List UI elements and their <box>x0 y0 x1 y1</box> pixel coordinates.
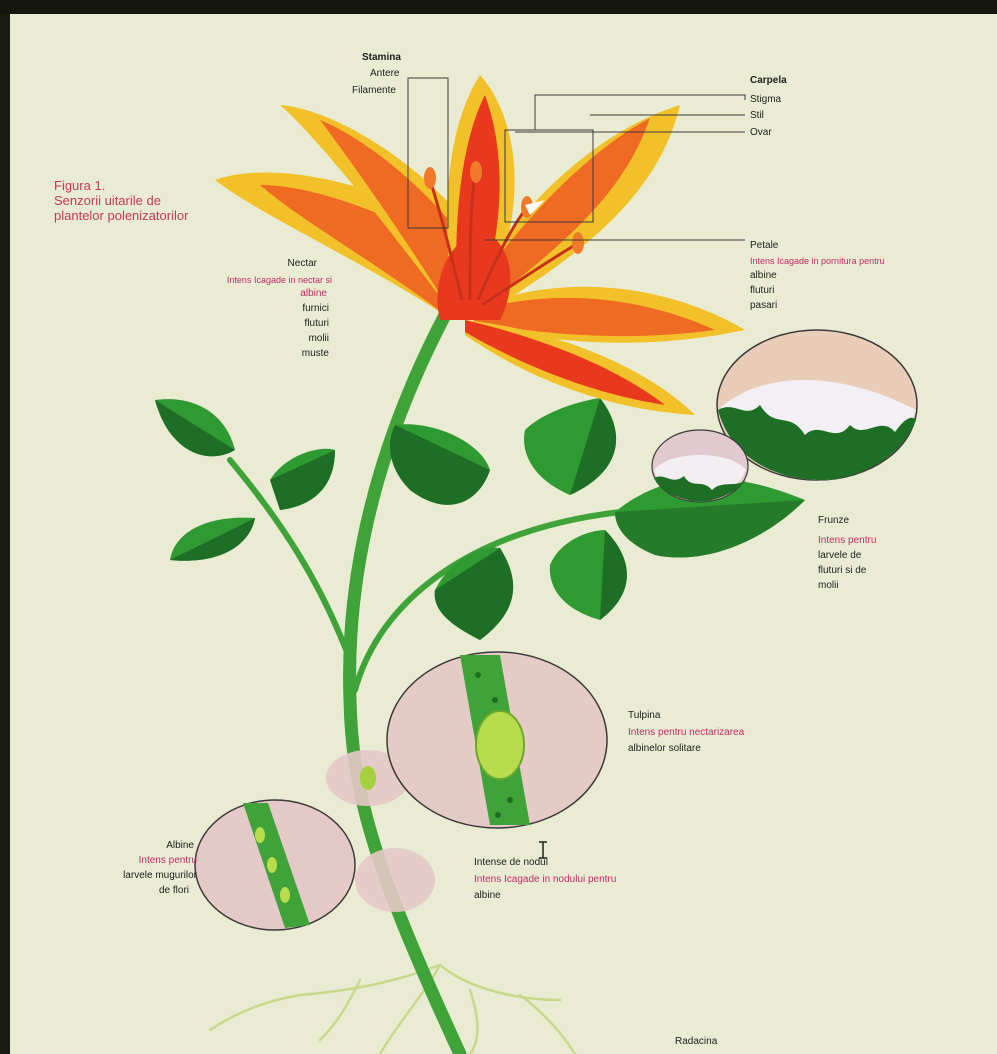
label-nectar-desc: albine <box>300 288 327 300</box>
label-petals-item: fluturi <box>750 285 774 297</box>
title-line: Figura 1. <box>54 178 188 193</box>
label-roots: Radacina <box>675 1036 717 1048</box>
leaf-magnifier <box>652 430 748 502</box>
label-stem-desc: Intens pentru nectarizarea <box>628 727 744 739</box>
label-petals-title: Petale <box>750 240 778 252</box>
label-stamens: Stamina <box>362 52 401 64</box>
label-petals-item: albine <box>750 270 777 282</box>
label-leaf-desc: Intens pentru <box>818 535 876 547</box>
label-style: Stil <box>750 110 764 122</box>
label-stem-title: Tulpina <box>628 710 660 722</box>
label-lower-title: Albine <box>166 840 194 852</box>
label-ovary: Ovar <box>750 127 772 139</box>
label-leaf-item: molii <box>818 580 839 592</box>
label-nectar-desc: Intens Icagade in nectar si <box>227 274 332 286</box>
label-node-title: Intense de nodul <box>474 857 548 869</box>
label-leaf-title: Frunze <box>818 515 849 527</box>
label-node-item: albine <box>474 890 501 902</box>
figure-title: Figura 1. Senzorii uitarile de plantelor… <box>54 178 188 223</box>
top-dark-strip <box>0 0 997 14</box>
label-filaments: Filamente <box>352 85 396 97</box>
label-anthers: Antere <box>370 68 399 80</box>
label-lower-desc: Intens pentru <box>139 855 197 867</box>
label-stem-item: albinelor solitare <box>628 743 701 755</box>
label-leaf-item: larvele de <box>818 550 861 562</box>
title-line: plantelor polenizatorilor <box>54 208 188 223</box>
label-lower-item: larvele mugurilor <box>123 870 197 882</box>
label-nectar-item: muste <box>302 348 329 360</box>
label-nectar-item: furnici <box>302 303 329 315</box>
label-node-desc: Intens Icagade in nodului pentru <box>474 874 616 886</box>
label-carpels: Carpela <box>750 75 787 87</box>
label-nectar-item: fluturi <box>305 318 329 330</box>
title-line: Senzorii uitarile de <box>54 193 188 208</box>
label-petals-desc: Intens Icagade in pornitura pentru <box>750 255 885 267</box>
label-stigma: Stigma <box>750 94 781 106</box>
label-petals-item: pasari <box>750 300 777 312</box>
label-nectar-item: molii <box>308 333 329 345</box>
label-leaf-item: fluturi si de <box>818 565 866 577</box>
label-nectar-title: Nectar <box>288 258 317 270</box>
label-lower-item: de flori <box>159 885 189 897</box>
